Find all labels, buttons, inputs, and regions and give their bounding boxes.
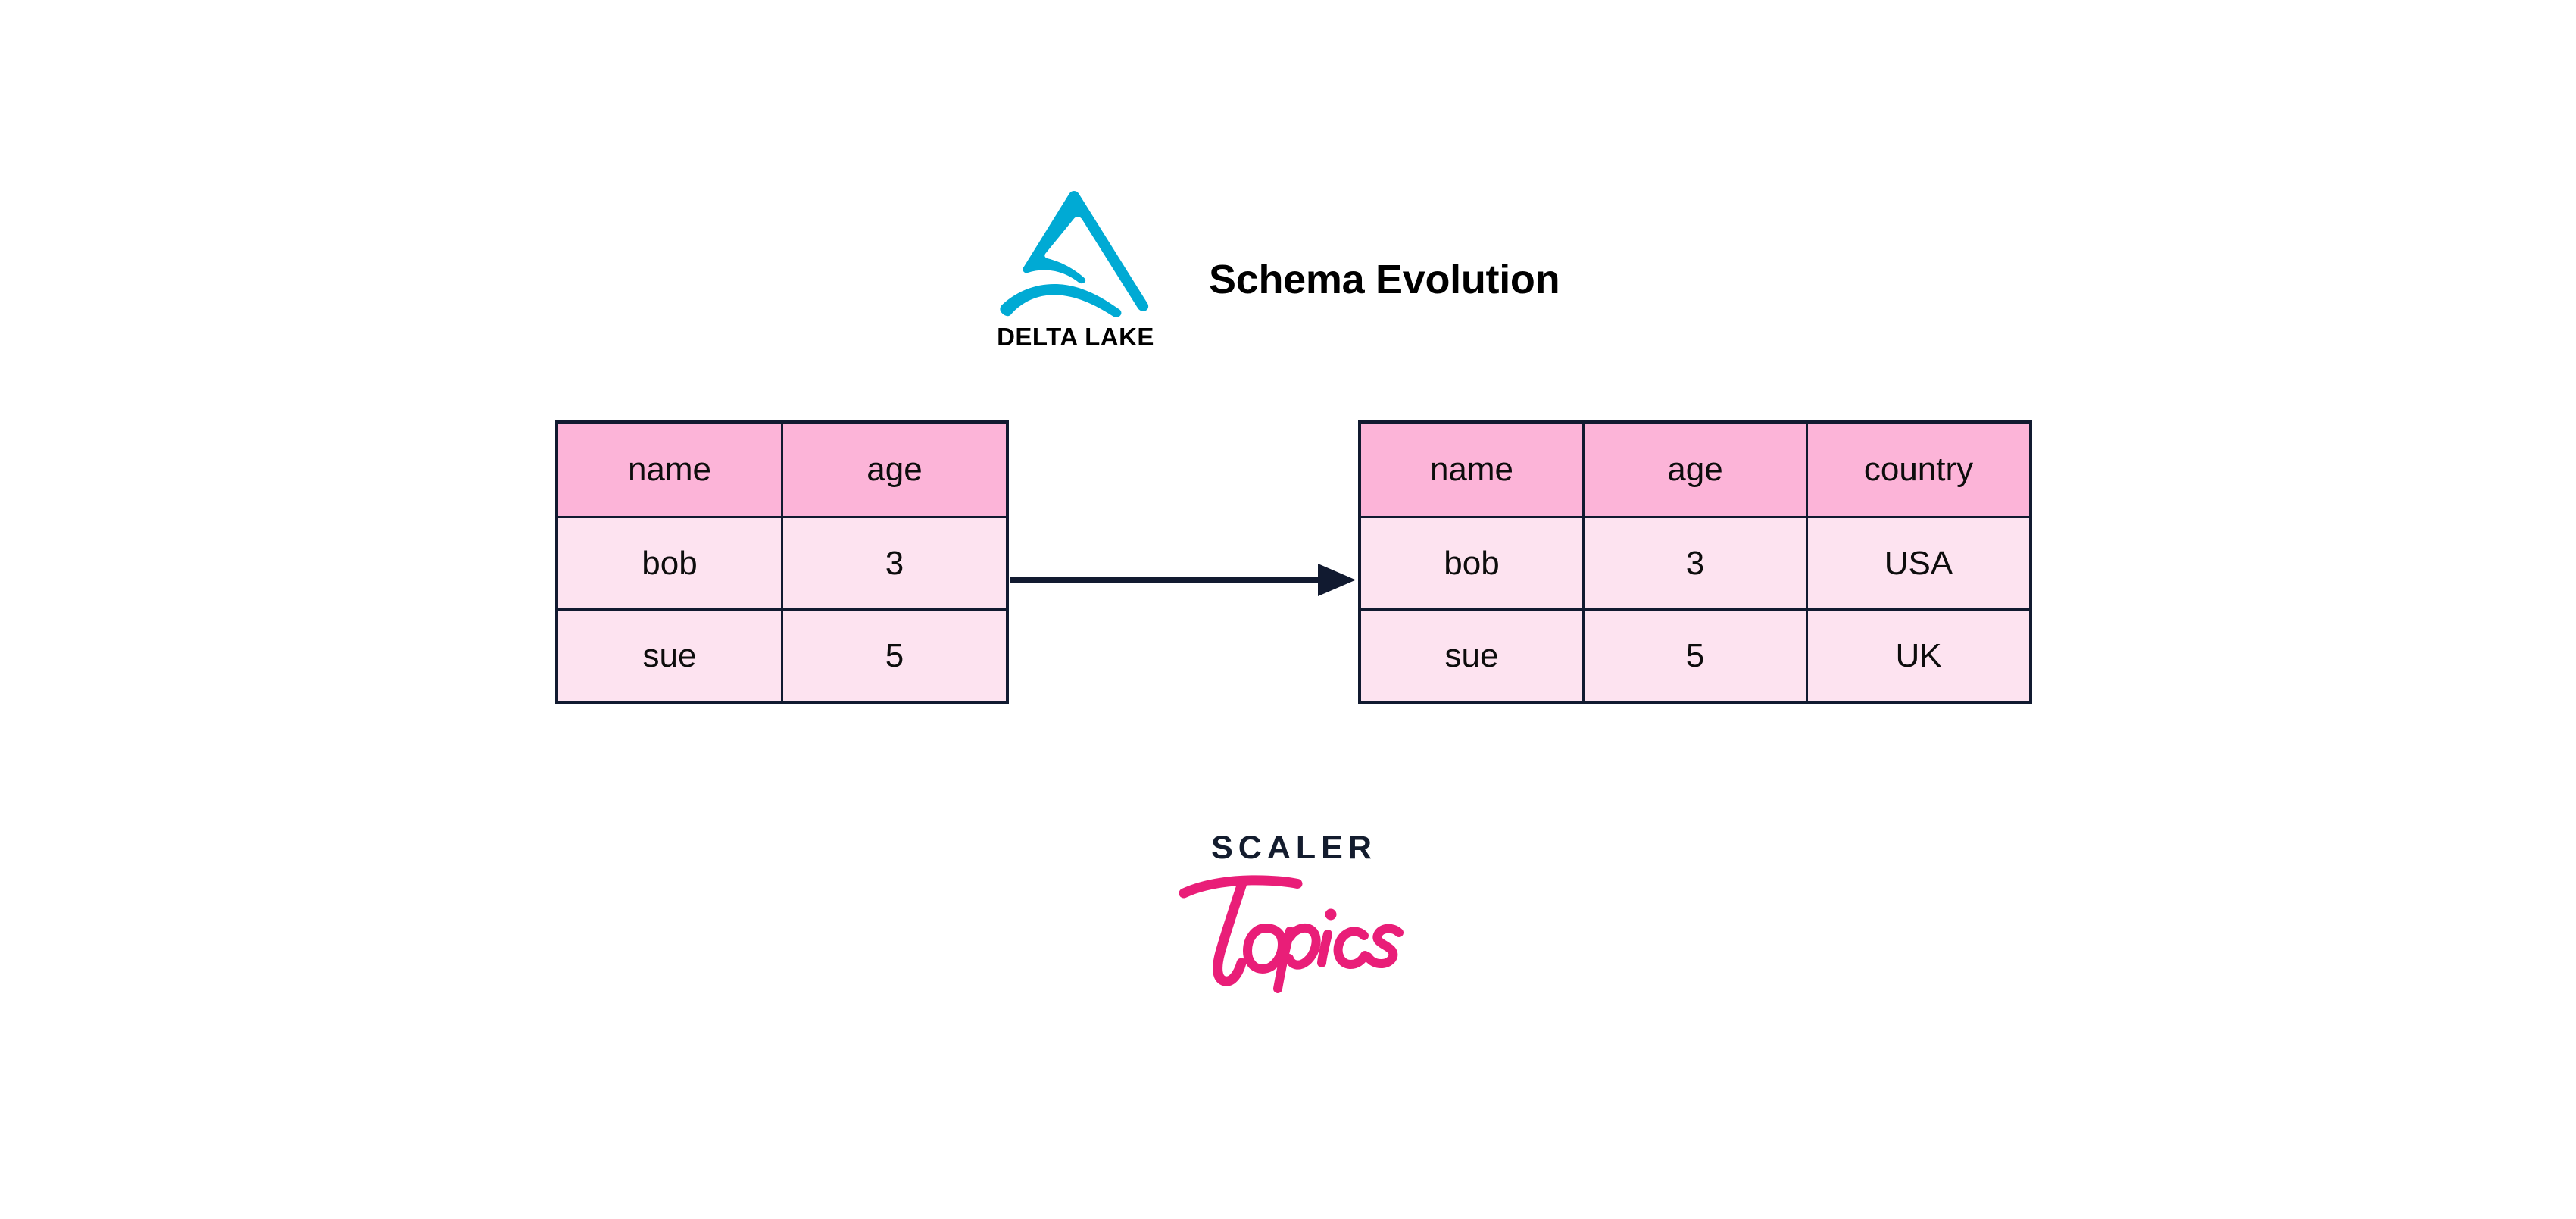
table-header-row: name age xyxy=(555,420,1009,518)
delta-lake-wordmark: DELTA LAKE xyxy=(997,323,1154,351)
column-header-age: age xyxy=(1582,420,1808,518)
column-header-name: name xyxy=(1358,420,1585,518)
table-header-row: name age country xyxy=(1358,420,2032,518)
table-row: sue 5 UK xyxy=(1358,608,2032,704)
scaler-wordmark: SCALER xyxy=(1211,830,1377,866)
column-header-name: name xyxy=(555,420,783,518)
cell-age: 5 xyxy=(1582,608,1808,704)
right-arrow-icon xyxy=(1010,550,1356,611)
table-row: bob 3 USA xyxy=(1358,516,2032,611)
cell-name: bob xyxy=(555,516,783,611)
scaler-topics-logo: SCALER xyxy=(1170,830,1413,1019)
delta-lake-brand: DELTA LAKE xyxy=(977,188,1174,362)
cell-age: 5 xyxy=(781,608,1009,704)
column-header-country: country xyxy=(1806,420,2032,518)
cell-country: USA xyxy=(1806,516,2032,611)
cell-country: UK xyxy=(1806,608,2032,704)
cell-name: sue xyxy=(555,608,783,704)
table-row: bob 3 xyxy=(555,516,1009,611)
schema-table-before: name age bob 3 sue 5 xyxy=(555,420,1009,704)
schema-table-after: name age country bob 3 USA sue 5 UK xyxy=(1358,420,2032,704)
cell-age: 3 xyxy=(781,516,1009,611)
delta-lake-logo-icon xyxy=(998,188,1150,318)
column-header-age: age xyxy=(781,420,1009,518)
cell-name: bob xyxy=(1358,516,1585,611)
page-title: Schema Evolution xyxy=(1209,257,1560,302)
cell-age: 3 xyxy=(1582,516,1808,611)
table-row: sue 5 xyxy=(555,608,1009,704)
cell-name: sue xyxy=(1358,608,1585,704)
topics-script-wordmark xyxy=(1170,858,1413,995)
